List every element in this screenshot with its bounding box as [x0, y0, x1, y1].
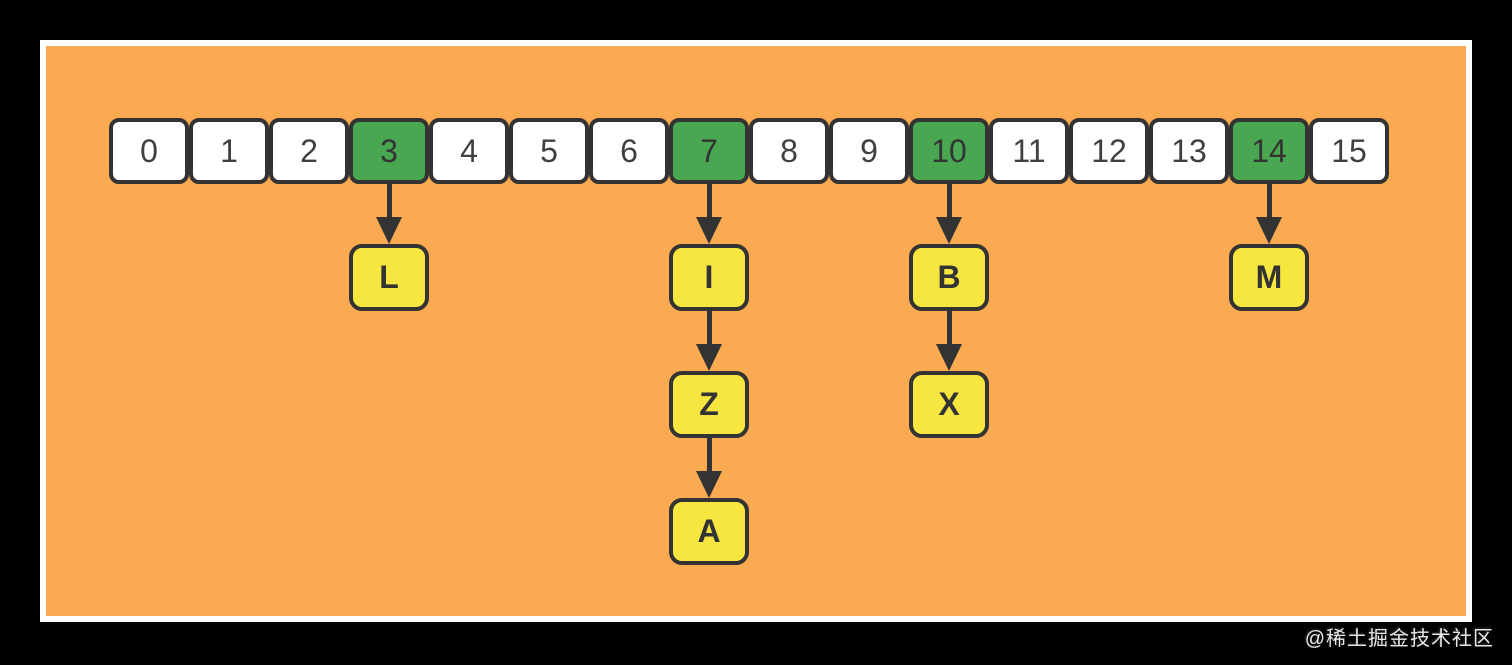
array-cell-label: 11	[1012, 132, 1046, 169]
arrow-line	[1266, 184, 1272, 217]
arrow-line	[706, 184, 712, 217]
arrow-head	[696, 217, 722, 244]
arrow-line	[386, 184, 392, 217]
array-cell-0: 0	[109, 118, 189, 184]
arrow-head	[1256, 217, 1282, 244]
arrow-down-icon	[1256, 184, 1282, 244]
chain-node-label: X	[938, 386, 960, 422]
chain-node-L: L	[349, 244, 429, 311]
array-cell-9: 9	[829, 118, 909, 184]
arrow-line	[706, 311, 712, 344]
arrow-down-icon	[696, 438, 722, 498]
array-cell-label: 0	[140, 132, 158, 169]
array-cell-label: 9	[860, 132, 878, 169]
chain-node-label: L	[379, 259, 399, 295]
chain-node-label: Z	[699, 386, 719, 422]
chain-node-X: X	[909, 371, 989, 438]
arrow-down-icon	[376, 184, 402, 244]
chain-at-index-3: L	[349, 184, 429, 311]
chain-node-M: M	[1229, 244, 1309, 311]
arrow-line	[946, 184, 952, 217]
arrow-head	[696, 344, 722, 371]
chain-node-A: A	[669, 498, 749, 565]
arrow-down-icon	[696, 311, 722, 371]
array-cell-label: 15	[1331, 132, 1367, 169]
array-cell-6: 6	[589, 118, 669, 184]
arrow-head	[696, 471, 722, 498]
chain-node-label: I	[704, 259, 714, 295]
array-cell-label: 4	[460, 132, 478, 169]
chain-node-I: I	[669, 244, 749, 311]
arrow-head	[376, 217, 402, 244]
array-cell-4: 4	[429, 118, 509, 184]
array-cell-label: 10	[931, 132, 967, 169]
arrow-down-icon	[696, 184, 722, 244]
array-cell-14-highlighted: 14	[1229, 118, 1309, 184]
array-cell-label: 7	[700, 132, 718, 169]
arrow-down-icon	[936, 184, 962, 244]
arrow-head	[936, 217, 962, 244]
array-cell-label: 6	[620, 132, 638, 169]
chain-node-label: B	[937, 259, 961, 295]
array-cell-label: 14	[1251, 132, 1287, 169]
array-cell-8: 8	[749, 118, 829, 184]
array-cell-13: 13	[1149, 118, 1229, 184]
array-cell-7-highlighted: 7	[669, 118, 749, 184]
arrow-head	[936, 344, 962, 371]
array-cell-label: 8	[780, 132, 798, 169]
chain-at-index-14: M	[1229, 184, 1309, 311]
array-cell-15: 15	[1309, 118, 1389, 184]
array-cell-5: 5	[509, 118, 589, 184]
arrow-line	[706, 438, 712, 471]
array-cell-label: 3	[380, 132, 398, 169]
array-cell-label: 1	[220, 132, 238, 169]
array-cell-label: 5	[540, 132, 558, 169]
array-cell-2: 2	[269, 118, 349, 184]
chain-node-label: M	[1255, 259, 1283, 295]
chain-node-Z: Z	[669, 371, 749, 438]
arrow-down-icon	[936, 311, 962, 371]
array-cell-11: 11	[989, 118, 1069, 184]
chain-node-B: B	[909, 244, 989, 311]
array-cell-3-highlighted: 3	[349, 118, 429, 184]
array-cell-label: 2	[300, 132, 318, 169]
array-cell-1: 1	[189, 118, 269, 184]
array-cell-10-highlighted: 10	[909, 118, 989, 184]
array-cell-label: 12	[1091, 132, 1127, 169]
chain-at-index-7: I Z A	[669, 184, 749, 565]
arrow-line	[946, 311, 952, 344]
watermark: @稀土掘金技术社区	[1304, 628, 1494, 650]
array-cell-label: 13	[1171, 132, 1207, 169]
chain-node-label: A	[697, 513, 721, 549]
array-cell-12: 12	[1069, 118, 1149, 184]
